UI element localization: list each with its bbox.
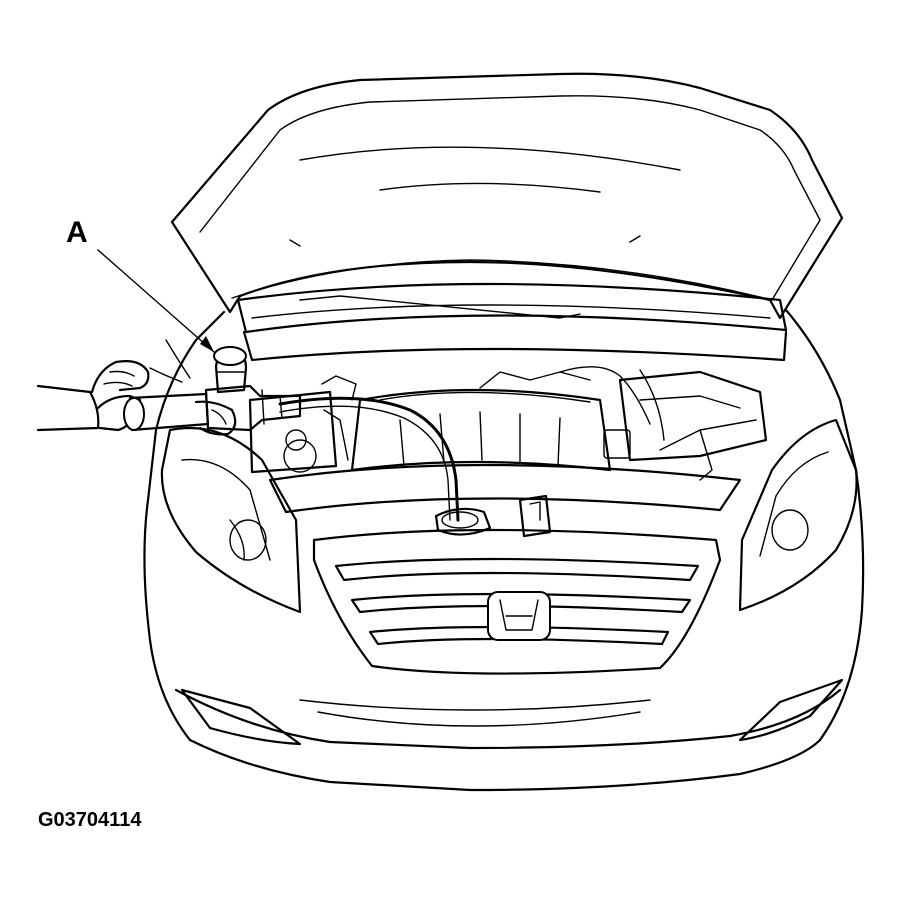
engine-bay (248, 366, 768, 514)
fluid-reservoir-icon (434, 494, 552, 538)
figure-id: G03704114 (38, 809, 142, 831)
headlight-right (738, 418, 858, 612)
minivan-front-icon (143, 308, 865, 792)
hand-icon (36, 360, 237, 436)
cowl-panel (236, 282, 788, 362)
brand-emblem-icon (487, 591, 551, 641)
headlight-left (160, 426, 302, 614)
transfer-hose (278, 396, 460, 522)
raised-hood-icon (170, 72, 844, 320)
front-grille (312, 528, 722, 675)
callout-label-a: A (66, 216, 88, 249)
callout-leader (97, 249, 215, 353)
filler-funnel-icon (123, 339, 302, 432)
